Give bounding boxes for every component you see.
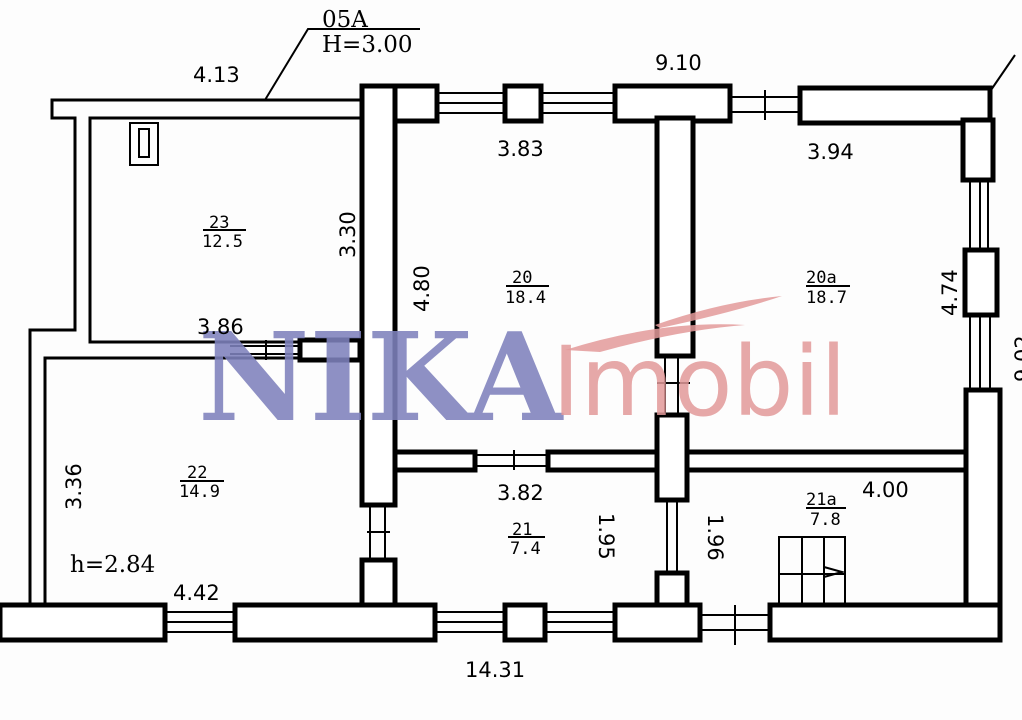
dim-room21-width: 3.82 bbox=[497, 481, 544, 505]
dim-room21a-width: 4.00 bbox=[862, 478, 909, 502]
dim-top-left: 4.13 bbox=[193, 63, 240, 87]
dim-room23-width: 3.86 bbox=[197, 315, 244, 339]
dim-room20-width: 3.83 bbox=[497, 137, 544, 161]
room-21a: 21a 7.8 bbox=[806, 490, 846, 530]
leader-line bbox=[264, 28, 420, 101]
room-number: 23 bbox=[209, 213, 229, 233]
dim-room20-height: 4.80 bbox=[410, 265, 434, 312]
ceiling-height: h=2.84 bbox=[70, 552, 155, 578]
room-number: 21 bbox=[512, 520, 532, 540]
dim-room20a-height: 4.74 bbox=[938, 269, 962, 316]
dim-room21a-height: 1.96 bbox=[703, 514, 727, 561]
watermark-imobil: Imobil bbox=[552, 326, 847, 438]
room-area: 18.4 bbox=[505, 288, 546, 308]
watermark-logo: NIKA Imobil bbox=[198, 296, 847, 449]
header-height: H=3.00 bbox=[322, 32, 413, 58]
room-area: 14.9 bbox=[179, 482, 220, 502]
room-number: 21a bbox=[806, 490, 837, 510]
room-20a: 20a 18.7 bbox=[806, 268, 850, 308]
room-area: 7.8 bbox=[810, 510, 841, 530]
room-21: 21 7.4 bbox=[508, 520, 545, 559]
room-20: 20 18.4 bbox=[505, 268, 549, 308]
leader-line-right bbox=[990, 54, 1016, 91]
room-area: 18.7 bbox=[806, 288, 847, 308]
windows-and-doors bbox=[165, 90, 991, 645]
dim-right-total: 9.02 bbox=[1011, 335, 1022, 382]
walls bbox=[0, 83, 1003, 643]
dim-room20a-width: 3.94 bbox=[807, 140, 854, 164]
dim-room23-height: 3.30 bbox=[336, 211, 360, 258]
dim-top-total: 9.10 bbox=[655, 51, 702, 75]
dim-bottom-total: 14.31 bbox=[465, 658, 525, 682]
room-number: 20a bbox=[806, 268, 837, 288]
header-code: 05A bbox=[322, 7, 368, 33]
dim-room22-height: 3.36 bbox=[62, 463, 86, 510]
dim-room21-height: 1.95 bbox=[594, 513, 618, 560]
dim-room22-width: 4.42 bbox=[173, 581, 220, 605]
watermark-swoosh bbox=[565, 296, 782, 352]
chimney-inner bbox=[138, 128, 150, 158]
room-area: 12.5 bbox=[202, 232, 243, 252]
room-23: 23 12.5 bbox=[202, 213, 246, 252]
room-22: 22 14.9 bbox=[179, 463, 224, 502]
room-number: 22 bbox=[187, 463, 207, 483]
room-area: 7.4 bbox=[510, 539, 541, 559]
chimney bbox=[129, 122, 159, 166]
watermark-nika: NIKA bbox=[198, 305, 565, 449]
room-number: 20 bbox=[512, 268, 532, 288]
stairs bbox=[778, 536, 846, 606]
